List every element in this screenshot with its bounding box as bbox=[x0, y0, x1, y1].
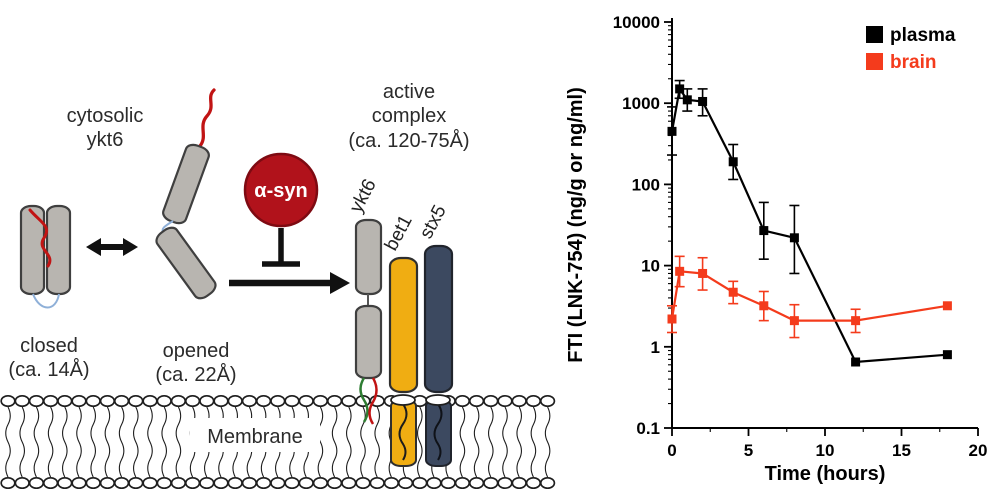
lipid-head-ring bbox=[390, 394, 416, 406]
brain-point bbox=[698, 268, 708, 278]
bet1-label: bet1 bbox=[381, 212, 417, 255]
plasma-point bbox=[942, 350, 952, 360]
brain-point bbox=[675, 266, 685, 276]
snare-motif-squiggle bbox=[28, 208, 52, 268]
brain-point bbox=[851, 316, 861, 326]
opened-label-line1: opened bbox=[163, 340, 230, 362]
legend-swatch-brain bbox=[866, 53, 883, 70]
brain-point bbox=[667, 314, 677, 324]
y-tick-label: 0.1 bbox=[636, 419, 660, 438]
y-tick-label: 10 bbox=[641, 257, 660, 276]
stx5-label: stx5 bbox=[416, 202, 451, 243]
opened-label-line2: (ca. 22Å) bbox=[155, 363, 236, 386]
y-tick-label: 10000 bbox=[613, 13, 660, 32]
y-tick-label: 1000 bbox=[622, 94, 660, 113]
membrane-label: Membrane bbox=[207, 426, 303, 448]
plasma-point bbox=[728, 157, 738, 167]
equilibrium-arrow-icon bbox=[86, 238, 138, 256]
reaction-arrow-icon bbox=[229, 272, 350, 294]
plasma-point bbox=[675, 84, 685, 94]
linker-loop bbox=[32, 293, 60, 309]
stx5-tm-squiggle bbox=[433, 403, 443, 461]
x-axis-label: Time (hours) bbox=[765, 463, 886, 485]
legend-label-brain: brain bbox=[890, 52, 936, 73]
y-tick-label: 100 bbox=[632, 175, 660, 194]
ykt6-diagram: Membrane cytosolic ykt6 closed (ca. 14Å) bbox=[0, 81, 556, 490]
y-axis-label: FTI (LNK-754) (ng/g or ng/ml) bbox=[565, 87, 587, 363]
legend-label-plasma: plasma bbox=[890, 25, 956, 46]
tick-labels: 0.1 1 10 100 1000 10000 0 5 10 15 20 bbox=[613, 13, 988, 460]
membrane-label-backdrop bbox=[190, 418, 320, 452]
active-complex-line3: (ca. 120-75Å) bbox=[348, 129, 469, 152]
ykt6-label: ykt6 bbox=[346, 176, 381, 217]
bet1-tm-squiggle bbox=[398, 403, 408, 461]
alpha-syn-circle bbox=[243, 152, 319, 228]
snare-complex: ykt6 bet1 stx5 bbox=[346, 176, 454, 467]
plasma-point bbox=[759, 226, 769, 236]
ykt6-diagram-panel: Membrane cytosolic ykt6 closed (ca. 14Å) bbox=[0, 81, 556, 490]
plasma-point bbox=[698, 96, 708, 106]
bet1-helix bbox=[388, 256, 419, 394]
closed-label-line2: (ca. 14Å) bbox=[8, 358, 89, 381]
x-tick-label: 10 bbox=[816, 441, 835, 460]
snare-motif-squiggle bbox=[198, 88, 216, 148]
stx5-tm-domain bbox=[425, 399, 452, 467]
ykt6-lipid-anchor-green bbox=[359, 377, 369, 423]
active-complex-line1: active bbox=[383, 81, 435, 103]
cytosolic-label-line1: cytosolic bbox=[67, 105, 144, 127]
plasma-point bbox=[682, 95, 692, 105]
plasma-point bbox=[667, 126, 677, 136]
opened-helix-bottom bbox=[155, 226, 217, 300]
x-tick-label: 20 bbox=[969, 441, 988, 460]
cytosolic-label-line2: ykt6 bbox=[87, 129, 124, 151]
brain-point bbox=[728, 287, 738, 297]
brain-point bbox=[789, 316, 799, 326]
plasma-point bbox=[851, 357, 861, 367]
x-tick-label: 0 bbox=[667, 441, 676, 460]
lipid-head-ring bbox=[425, 394, 451, 406]
bet1-tm-domain bbox=[390, 399, 417, 467]
x-tick-label: 15 bbox=[892, 441, 911, 460]
plasma-point bbox=[789, 233, 799, 243]
axes bbox=[671, 18, 978, 429]
stx5-helix bbox=[423, 244, 454, 394]
brain-point bbox=[759, 301, 769, 311]
plasma-series bbox=[667, 79, 952, 367]
opened-ykt6 bbox=[155, 88, 217, 300]
y-tick-label: 1 bbox=[651, 338, 660, 357]
legend-swatch-plasma bbox=[866, 26, 883, 43]
brain-line bbox=[670, 270, 948, 322]
ykt6-helix-top bbox=[354, 218, 383, 296]
ykt6-helix-bottom bbox=[354, 304, 383, 380]
alpha-syn-node: α-syn bbox=[243, 152, 319, 267]
brain-point bbox=[942, 301, 952, 311]
active-complex-line2: complex bbox=[372, 105, 446, 127]
membrane-label-group: Membrane bbox=[190, 418, 320, 452]
closed-label-line1: closed bbox=[20, 335, 78, 357]
closed-ykt6 bbox=[19, 204, 72, 309]
axis-ticks bbox=[664, 21, 979, 436]
x-tick-label: 5 bbox=[744, 441, 753, 460]
alpha-syn-label: α-syn bbox=[254, 180, 307, 202]
closed-helix-2 bbox=[45, 204, 72, 296]
brain-series bbox=[667, 255, 952, 339]
opened-helix-top bbox=[162, 143, 210, 225]
ykt6-lipid-anchor-red bbox=[368, 377, 378, 425]
